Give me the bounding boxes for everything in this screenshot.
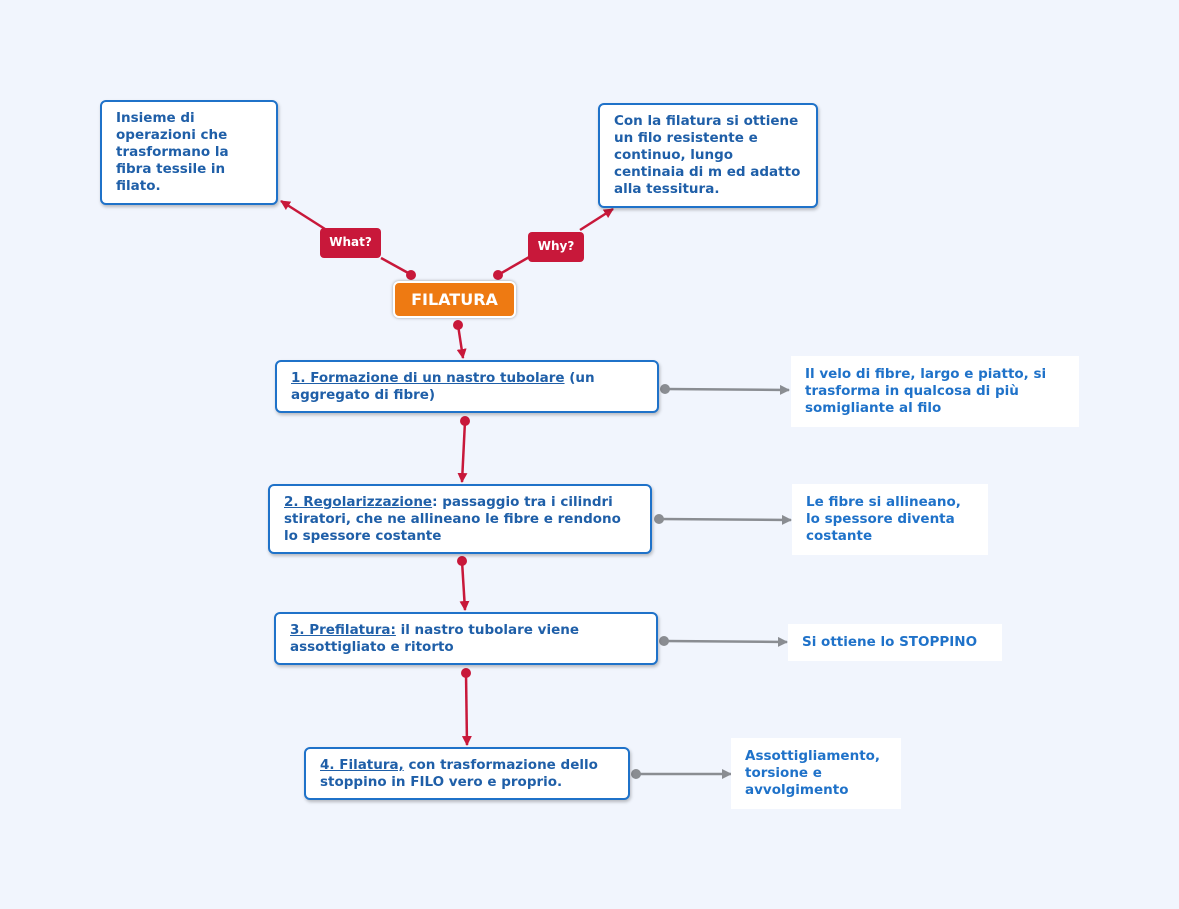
- why-tag[interactable]: Why?: [528, 232, 584, 262]
- step-1-text: (un aggregato di fibre): [291, 370, 595, 403]
- step-4-note[interactable]: Assottigliamento, torsione e avvolgiment…: [731, 738, 901, 809]
- step-1-node[interactable]: 1. Formazione di un nastro tubolare (un …: [275, 360, 659, 413]
- what-connector: [280, 199, 416, 280]
- why-description-text: Con la filatura si ottiene un filo resis…: [614, 113, 801, 197]
- link-central-step1: [453, 320, 467, 359]
- step-2-note[interactable]: Le fibre si allineano, lo spessore diven…: [792, 484, 988, 555]
- step-3-note[interactable]: Si ottiene lo STOPPINO: [788, 624, 1002, 661]
- why-connector: [493, 207, 614, 280]
- step-3-title: 3. Prefilatura:: [290, 622, 396, 638]
- link-step2-note: [654, 514, 792, 525]
- what-description-node[interactable]: Insieme di operazioni che trasformano la…: [100, 100, 278, 205]
- step-1-title: 1. Formazione di un nastro tubolare: [291, 370, 565, 386]
- central-topic-label: FILATURA: [411, 290, 498, 309]
- step-2-title: 2. Regolarizzazione: [284, 494, 433, 510]
- step-3-note-text: Si ottiene lo STOPPINO: [802, 634, 978, 650]
- central-topic[interactable]: FILATURA: [393, 281, 516, 318]
- link-step1-note: [660, 384, 790, 395]
- what-description-text: Insieme di operazioni che trasformano la…: [116, 110, 229, 194]
- link-step3-note: [659, 636, 788, 647]
- step-4-text: con trasformazione dello stoppino in FIL…: [320, 757, 598, 790]
- step-3-node[interactable]: 3. Prefilatura: il nastro tubolare viene…: [274, 612, 658, 665]
- step-2-note-text: Le fibre si allineano, lo spessore diven…: [806, 494, 961, 544]
- step-2-node[interactable]: 2. Regolarizzazione: passaggio tra i cil…: [268, 484, 652, 554]
- link-step3-step4: [461, 668, 472, 746]
- step-4-node[interactable]: 4. Filatura, con trasformazione dello st…: [304, 747, 630, 800]
- what-tag[interactable]: What?: [320, 228, 381, 258]
- why-description-node[interactable]: Con la filatura si ottiene un filo resis…: [598, 103, 818, 208]
- step-2-text: : passaggio tra i cilindri stiratori, ch…: [284, 494, 621, 544]
- link-step4-note: [631, 769, 732, 779]
- link-step1-step2: [457, 416, 470, 483]
- step-4-title: 4. Filatura,: [320, 757, 404, 773]
- step-1-note[interactable]: Il velo di fibre, largo e piatto, si tra…: [791, 356, 1079, 427]
- link-step2-step3: [457, 556, 470, 611]
- step-3-text: il nastro tubolare viene assottigliato e…: [290, 622, 580, 655]
- step-4-note-text: Assottigliamento, torsione e avvolgiment…: [745, 748, 881, 798]
- step-1-note-text: Il velo di fibre, largo e piatto, si tra…: [805, 366, 1047, 416]
